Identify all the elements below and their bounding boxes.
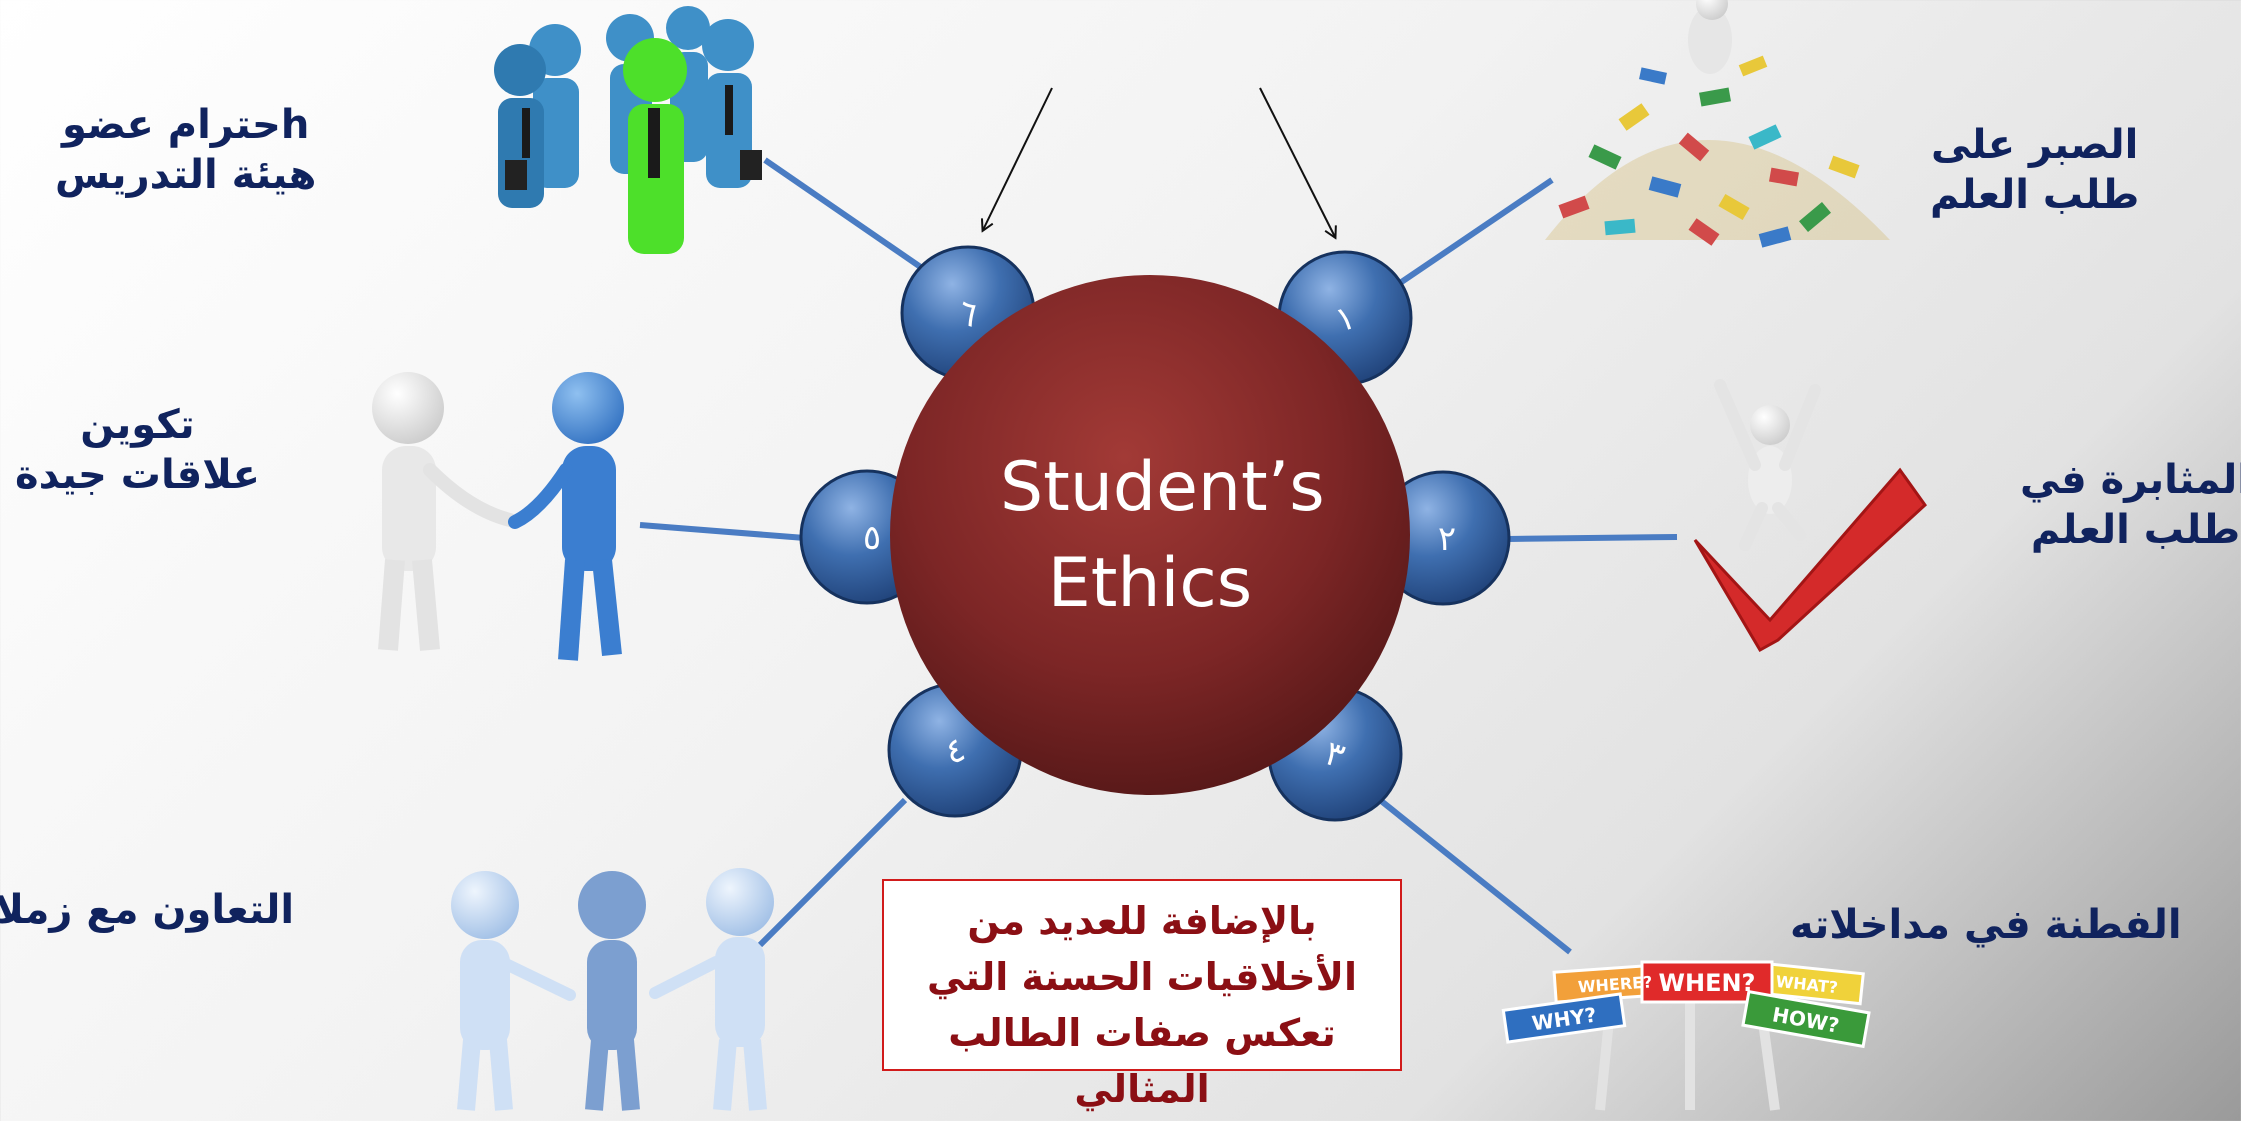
label-cooperation-line1: التعاون مع زملائه	[0, 887, 295, 933]
connector-4	[757, 797, 908, 948]
label-perseverance: المثابرة في طلب العلم	[2020, 455, 2241, 555]
arrow-left	[983, 87, 1053, 230]
checkmark-illustration	[1693, 379, 1927, 653]
cooperation-illustration	[451, 868, 774, 1111]
center-circle	[890, 275, 1410, 795]
label-intelligence: الفطنة في مداخلاته	[1790, 900, 2182, 950]
label-perseverance-line2: طلب العلم	[2030, 507, 2241, 553]
sign-when: WHEN?	[1659, 969, 1756, 997]
arrow-right	[1259, 87, 1335, 237]
ethics-note-box: بالإضافة للعديد من الأخلاقيات الحسنة الت…	[882, 879, 1402, 1111]
connector-2	[1507, 534, 1678, 542]
label-relationships: تكوين علاقات جيدة	[15, 400, 260, 500]
node-5-number: ٥	[863, 518, 881, 558]
team-leader-illustration	[494, 6, 762, 254]
label-patience-line2: طلب العلم	[1930, 172, 2140, 218]
center-title-line1: Student’s	[1000, 448, 1325, 527]
center-title: Student’s Ethics	[1000, 440, 1325, 632]
connector-5	[639, 522, 806, 541]
connector-6	[763, 157, 924, 271]
book-pile-illustration	[1545, 0, 1890, 248]
label-patience-line1: الصبر على	[1930, 122, 2139, 168]
label-cooperation: التعاون مع زملائه	[0, 885, 294, 935]
note-line1: بالإضافة للعديد من	[967, 899, 1317, 943]
note-line2: الأخلاقيات الحسنة التي	[926, 955, 1358, 999]
label-relationships-line1: تكوين	[80, 402, 195, 448]
connector-1	[1398, 177, 1554, 286]
connector-lines	[639, 157, 1678, 955]
label-intelligence-line1: الفطنة في مداخلاته	[1790, 902, 2182, 948]
label-perseverance-line1: المثابرة في	[2020, 457, 2241, 503]
label-respect: hحترام عضو هيئة التدريس	[55, 100, 316, 200]
node-2-number: ٢	[1438, 519, 1456, 559]
label-patience: الصبر على طلب العلم	[1930, 120, 2139, 220]
note-line3: تعكس صفات الطالب المثالي	[948, 1011, 1336, 1111]
connector-3	[1378, 797, 1572, 955]
label-relationships-line2: علاقات جيدة	[15, 452, 260, 498]
question-signs-illustration: WHEN? WHERE? WHAT? WHY? HOW?	[1501, 960, 1871, 1111]
label-respect-line1: hحترام عضو	[62, 102, 310, 148]
center-title-line2: Ethics	[1047, 544, 1253, 623]
handshake-illustration	[372, 372, 624, 661]
label-respect-line2: هيئة التدريس	[55, 152, 317, 198]
